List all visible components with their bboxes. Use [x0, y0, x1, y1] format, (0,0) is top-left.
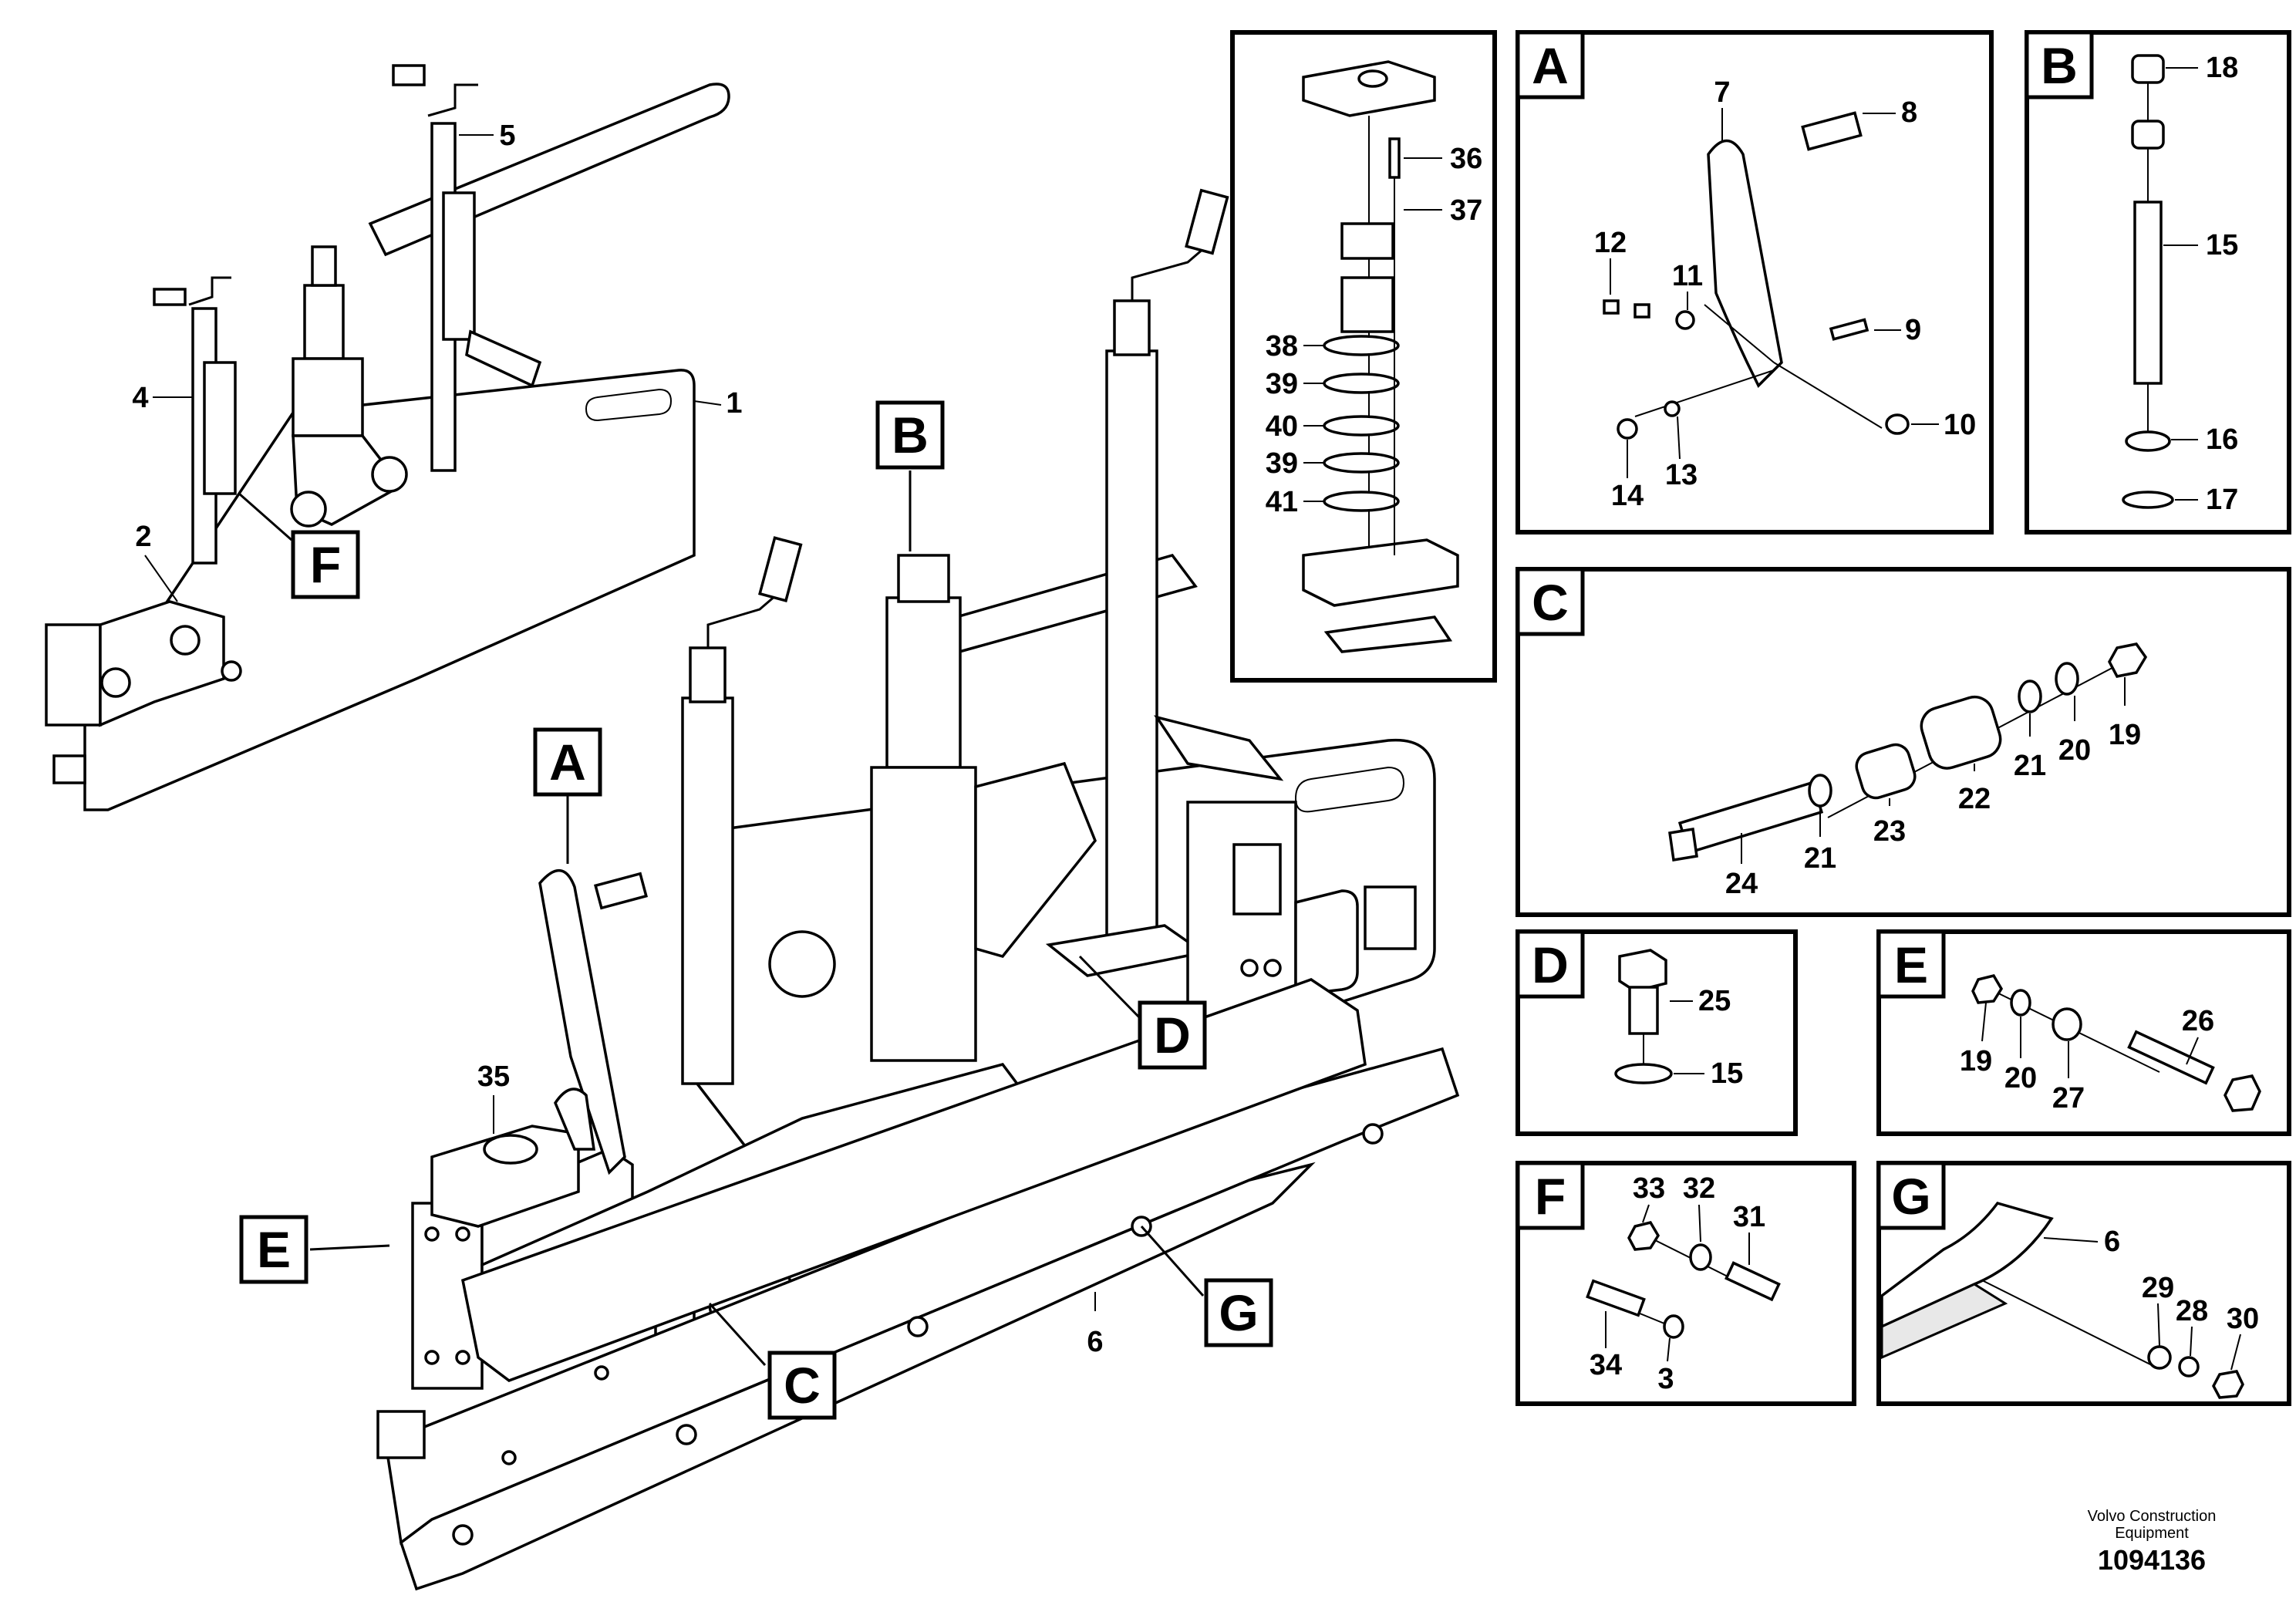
- part-number-label: 15: [1711, 1057, 1743, 1090]
- part-number-label: 39: [1266, 368, 1298, 400]
- part-number-label: 19: [2109, 719, 2141, 751]
- callout-letter: G: [1219, 1284, 1258, 1341]
- callout-letter: F: [310, 536, 341, 593]
- main-part-numbers: 5 1 4 2 35 6: [132, 120, 1103, 1358]
- detail-letter: A: [1532, 37, 1569, 94]
- part-number-label: 24: [1725, 868, 1758, 900]
- part-number-label: 25: [1698, 985, 1731, 1017]
- part-number-label: 7: [1714, 76, 1730, 109]
- part-number-label: 6: [2104, 1226, 2120, 1258]
- part-number-label: 40: [1266, 410, 1298, 443]
- part-number-label: 26: [2182, 1005, 2214, 1037]
- part-number-label: 3: [1657, 1363, 1674, 1395]
- callout-letter: C: [784, 1357, 821, 1414]
- part-number-label: 15: [2206, 229, 2238, 261]
- main-assembly-drawing: [45, 64, 1460, 1591]
- part-number-label: 4: [132, 382, 148, 414]
- detail-letter: D: [1532, 936, 1569, 993]
- callout-letter: B: [892, 406, 929, 464]
- drawing-number: 1094136: [2097, 1544, 2207, 1576]
- part-number-label: 5: [499, 120, 515, 152]
- part-number-label: 16: [2206, 423, 2238, 456]
- part-number-label: 10: [1944, 409, 1976, 441]
- brand-name: Volvo Construction: [2087, 1508, 2217, 1525]
- part-number-label: 29: [2142, 1272, 2174, 1304]
- detail-E: E 19 20 27 26: [1876, 929, 2291, 1136]
- part-number-label: 38: [1266, 330, 1298, 363]
- part-number-label: 14: [1611, 480, 1644, 512]
- part-number-label: 6: [1087, 1326, 1103, 1358]
- detail-column-exploded: 36 37 38 39 40 39 41: [1230, 30, 1497, 683]
- footer-branding: Volvo Construction Equipment 1094136: [2036, 1508, 2267, 1579]
- part-number-label: 9: [1905, 314, 1921, 346]
- part-number-label: 34: [1590, 1349, 1622, 1381]
- detail-letter: F: [1535, 1168, 1566, 1225]
- part-number-label: 18: [2206, 52, 2238, 84]
- part-number-label: 17: [2206, 484, 2238, 516]
- part-number-label: 27: [2052, 1082, 2085, 1114]
- brand-subtitle: Equipment: [2115, 1525, 2189, 1542]
- detail-letter: C: [1532, 574, 1569, 631]
- detail-D: D 25 15: [1515, 929, 1798, 1136]
- part-number-label: 19: [1960, 1045, 1992, 1077]
- detail-letter: E: [1894, 936, 1928, 993]
- part-number-label: 22: [1958, 783, 1991, 815]
- part-number-label: 23: [1873, 815, 1906, 848]
- part-number-label: 21: [2014, 750, 2046, 782]
- leader-lines: [144, 134, 1205, 1367]
- part-number-label: 32: [1683, 1172, 1715, 1205]
- detail-letter: G: [1891, 1168, 1930, 1225]
- part-number-label: 37: [1450, 194, 1482, 227]
- detail-C: C 24 21 23 22 21 20 19: [1515, 567, 2291, 917]
- part-number-label: 21: [1804, 842, 1836, 875]
- part-number-label: 41: [1266, 486, 1298, 518]
- callout-letter: E: [257, 1221, 291, 1278]
- part-number-label: 8: [1901, 96, 1917, 129]
- part-number-label: 20: [2058, 734, 2091, 767]
- detail-callouts: F B A D E G C: [239, 400, 1273, 1420]
- part-number-label: 1: [726, 387, 742, 420]
- detail-A: A 7 8 12 11 9 14 13 10: [1515, 30, 1994, 534]
- callout-letter: D: [1154, 1007, 1191, 1064]
- part-number-label: 20: [2004, 1062, 2037, 1094]
- detail-B: B 18 15 16 17: [2025, 30, 2291, 534]
- part-number-label: 33: [1633, 1172, 1665, 1205]
- part-number-label: 30: [2227, 1303, 2259, 1335]
- detail-letter: B: [2041, 37, 2078, 94]
- detail-F: F 33 32 31 34 3: [1515, 1161, 1856, 1406]
- part-number-label: 13: [1665, 459, 1698, 491]
- part-number-label: 2: [135, 521, 151, 553]
- part-number-label: 39: [1266, 447, 1298, 480]
- part-number-label: 12: [1594, 227, 1627, 259]
- part-number-label: 35: [477, 1061, 510, 1093]
- detail-G: G 6 29 28 30: [1876, 1161, 2291, 1406]
- part-number-label: 31: [1733, 1201, 1765, 1233]
- part-number-label: 11: [1672, 260, 1703, 292]
- part-number-label: 36: [1450, 143, 1482, 175]
- callout-letter: A: [549, 733, 586, 791]
- part-number-label: 28: [2176, 1295, 2208, 1327]
